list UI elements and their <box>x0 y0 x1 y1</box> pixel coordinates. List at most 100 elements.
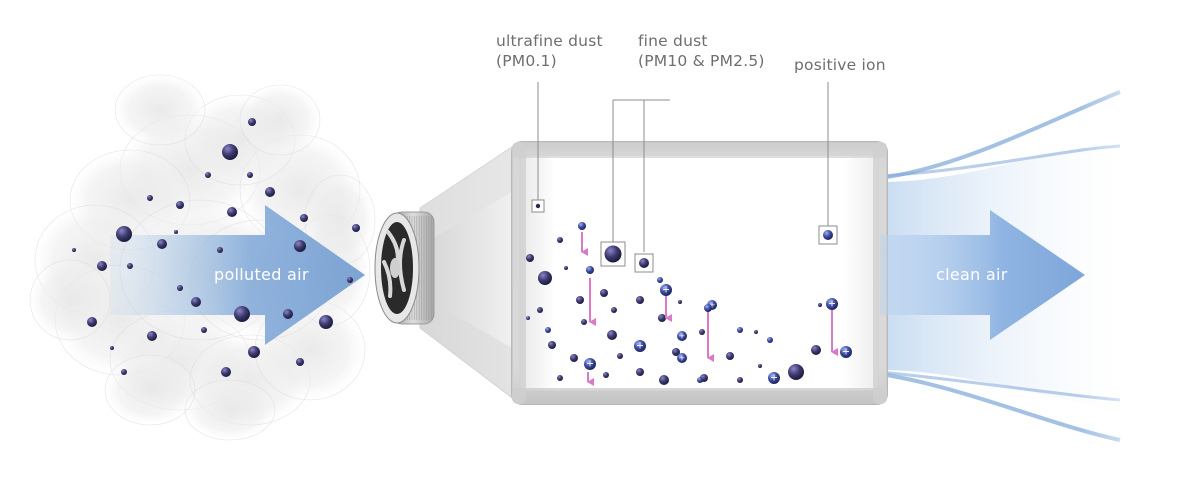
dust-particle <box>296 358 304 366</box>
dust-particle <box>537 307 543 313</box>
dust-particle <box>110 346 114 350</box>
dust-particle <box>581 319 587 325</box>
dust-particle <box>319 315 333 329</box>
dust-particle <box>201 327 207 333</box>
filter-chamber <box>511 141 888 405</box>
dust-particle <box>526 254 534 262</box>
dust-particle <box>576 296 584 304</box>
dust-particle <box>818 303 822 307</box>
positive-ion <box>677 353 687 363</box>
smoke-puff <box>104 354 196 426</box>
dust-particle <box>636 368 644 376</box>
dust-particle <box>234 306 250 322</box>
ultrafine-dust-label: ultrafine dust <box>496 32 603 50</box>
dust-particle <box>564 266 568 270</box>
clean-air-label: clean air <box>936 265 1008 284</box>
smoke-puff <box>29 259 111 341</box>
dust-particle <box>659 375 669 385</box>
positive-ion <box>584 358 596 370</box>
dust-particle <box>754 330 758 334</box>
dust-particle <box>248 118 256 126</box>
cloud-dust-particles <box>72 118 360 377</box>
dust-particle <box>121 369 127 375</box>
dust-particle <box>221 367 231 377</box>
ion-charge-symbol: + <box>770 373 778 384</box>
dust-particle <box>658 314 666 322</box>
positive-ion <box>578 222 586 230</box>
smoke-puff <box>239 84 321 156</box>
dust-particle <box>116 226 132 242</box>
charge-arrows <box>581 232 838 386</box>
dust-particle <box>557 237 563 243</box>
smoke-puff <box>114 74 206 146</box>
fine-dust-size-label: (PM10 & PM2.5) <box>638 52 765 70</box>
dust-particle <box>294 240 306 252</box>
dust-particle <box>352 224 360 232</box>
dust-particle <box>548 341 556 349</box>
dust-particle <box>603 372 609 378</box>
dust-particle <box>636 296 644 304</box>
dust-particle <box>538 271 552 285</box>
dust-particle <box>174 230 178 234</box>
ion-charge-symbol: + <box>679 331 686 340</box>
dust-particle <box>678 300 682 304</box>
ultrafine-dust-size-label: (PM0.1) <box>496 52 557 70</box>
dust-particle <box>726 352 734 360</box>
dust-particle <box>247 172 253 178</box>
dust-particle <box>617 353 623 359</box>
dust-particle <box>788 364 804 380</box>
positive-ion <box>697 377 703 383</box>
dust-particle <box>205 172 211 178</box>
dust-particle <box>699 329 705 335</box>
fine-dust-label: fine dust <box>638 32 708 50</box>
dust-particle <box>737 377 743 383</box>
dust-particle <box>127 263 133 269</box>
dust-particle <box>157 239 167 249</box>
positive-ion <box>767 337 773 343</box>
positive-ion <box>526 316 530 320</box>
dust-particle <box>72 248 76 252</box>
positive-ion <box>545 327 551 333</box>
dust-particle <box>758 364 762 368</box>
dust-particle <box>227 207 237 217</box>
dust-particle <box>217 247 223 253</box>
dust-particle <box>672 348 680 356</box>
positive-ion <box>768 372 780 384</box>
positive-ion <box>634 340 646 352</box>
dust-particle <box>248 346 260 358</box>
positive-ion <box>586 266 594 274</box>
dust-particle <box>600 289 608 297</box>
positive-ion <box>826 298 838 310</box>
ion-charge-symbol: + <box>662 285 670 296</box>
dust-particle <box>191 297 201 307</box>
ion-charge-symbol: + <box>842 347 850 358</box>
ion-charge-symbol: + <box>636 341 644 352</box>
positive-ion <box>737 327 743 333</box>
inlet-funnel <box>419 144 516 402</box>
polluted-air-label: polluted air <box>214 265 309 284</box>
positive-ion-label: positive ion <box>794 56 886 74</box>
dust-particle <box>283 309 293 319</box>
clean-air-arrow <box>880 210 1085 340</box>
dust-particle <box>176 201 184 209</box>
dust-particle <box>811 345 821 355</box>
dust-particle <box>147 331 157 341</box>
positive-ions: +++++++++ <box>526 222 852 384</box>
dust-particle <box>265 187 275 197</box>
dust-particle <box>97 261 107 271</box>
smoke-puff <box>184 379 276 441</box>
chamber-dust-particles <box>526 237 848 385</box>
polluted-air-arrow <box>110 205 365 345</box>
dust-particle <box>607 330 617 340</box>
dust-particle <box>347 277 353 283</box>
ion-charge-symbol: + <box>709 300 716 309</box>
ion-charge-symbol: + <box>586 359 594 370</box>
ion-charge-symbol: + <box>679 353 686 362</box>
dust-particle <box>611 307 617 313</box>
positive-ion <box>657 277 663 283</box>
dust-particle <box>222 144 238 160</box>
dust-particle <box>300 214 308 222</box>
dust-particle <box>177 285 183 291</box>
dust-particle <box>570 354 578 362</box>
